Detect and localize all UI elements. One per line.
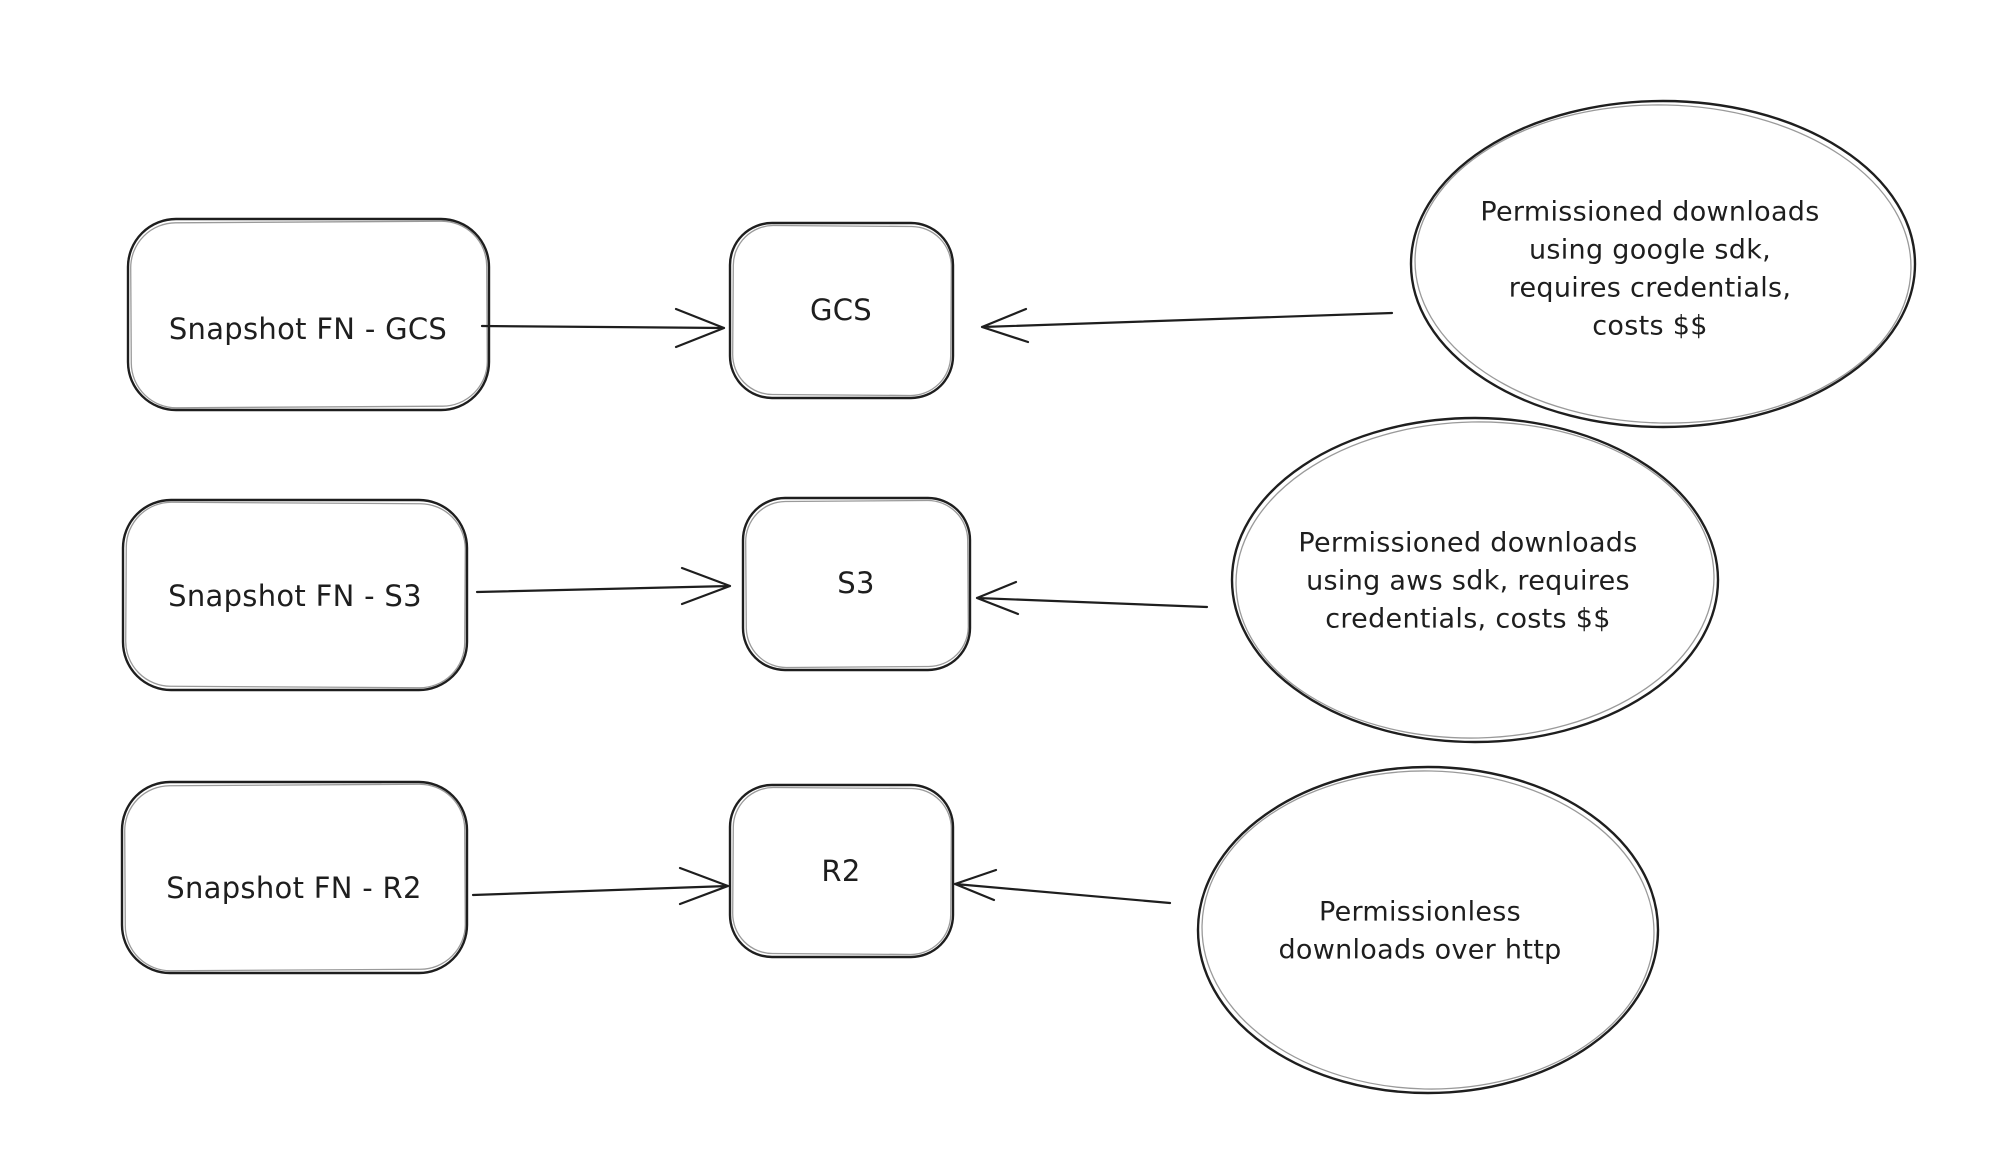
note-r2-line-1: Permissionless	[1319, 897, 1521, 928]
arrow-note-to-r2	[953, 868, 1172, 905]
arrow-snapshot-to-gcs	[480, 307, 726, 349]
s3-node: S3	[741, 496, 972, 672]
r2-box-sketch-stroke	[732, 786, 952, 956]
note-gcs-line-4: costs $$	[1592, 311, 1707, 342]
snapshot-fn-gcs-label: Snapshot FN - GCS	[169, 312, 447, 346]
snapshot-fn-gcs-node: Snapshot FN - GCS	[126, 217, 491, 412]
note-gcs-line-2: using google sdk,	[1529, 235, 1771, 266]
arrow-note-to-gcs	[980, 307, 1394, 344]
gcs-node: GCS	[728, 221, 955, 400]
snapshot-fn-r2-box	[120, 780, 469, 975]
note-r2-line-2: downloads over http	[1278, 935, 1561, 966]
arrow-note-to-s3	[975, 580, 1209, 616]
snapshot-fn-s3-box	[121, 498, 469, 692]
snapshot-fn-gcs-box-sketch-stroke	[130, 220, 488, 409]
note-gcs-ellipse-sketch-stroke	[1414, 104, 1912, 424]
note-ellipse-r2: Permissionless downloads over http	[1196, 765, 1660, 1095]
snapshot-fn-gcs-box	[126, 217, 491, 412]
snapshot-fn-s3-node: Snapshot FN - S3	[121, 498, 469, 692]
s3-box-sketch-stroke	[745, 499, 969, 669]
r2-label: R2	[821, 854, 860, 888]
note-ellipse-gcs: Permissioned downloads using google sdk,…	[1409, 99, 1917, 429]
note-ellipse-s3: Permissioned downloads using aws sdk, re…	[1230, 416, 1720, 744]
r2-box	[728, 783, 955, 959]
flow-row-gcs: Snapshot FN - GCS GCS Permissioned downl…	[126, 99, 1917, 429]
gcs-box	[728, 221, 955, 400]
note-s3-ellipse-sketch-stroke	[1235, 421, 1715, 739]
snapshot-fn-r2-label: Snapshot FN - R2	[166, 871, 421, 905]
s3-box	[741, 496, 972, 672]
note-s3-line-2: using aws sdk, requires	[1306, 566, 1630, 597]
note-s3-ellipse	[1230, 416, 1720, 744]
note-gcs-line-3: requires credentials,	[1509, 273, 1792, 304]
note-s3-line-3: credentials, costs $$	[1325, 604, 1611, 635]
flow-row-r2: Snapshot FN - R2 R2 Permissionless downl…	[120, 765, 1660, 1095]
snapshot-fn-s3-box-sketch-stroke	[125, 501, 466, 689]
arrow-snapshot-to-r2	[471, 866, 730, 906]
note-r2-ellipse	[1196, 765, 1660, 1095]
note-r2-ellipse-sketch-stroke	[1201, 770, 1655, 1090]
flow-row-s3: Snapshot FN - S3 S3 Permissioned downloa…	[121, 416, 1720, 744]
r2-node: R2	[728, 783, 955, 959]
s3-label: S3	[837, 566, 874, 600]
snapshot-fn-r2-box-sketch-stroke	[124, 783, 466, 972]
snapshot-fn-s3-label: Snapshot FN - S3	[168, 579, 422, 613]
note-gcs-ellipse	[1409, 99, 1917, 429]
arrow-snapshot-to-s3	[475, 566, 732, 606]
snapshot-fn-r2-node: Snapshot FN - R2	[120, 780, 469, 975]
gcs-label: GCS	[810, 293, 872, 327]
gcs-box-sketch-stroke	[732, 224, 952, 397]
note-gcs-line-1: Permissioned downloads	[1480, 197, 1819, 228]
note-s3-line-1: Permissioned downloads	[1298, 528, 1637, 559]
